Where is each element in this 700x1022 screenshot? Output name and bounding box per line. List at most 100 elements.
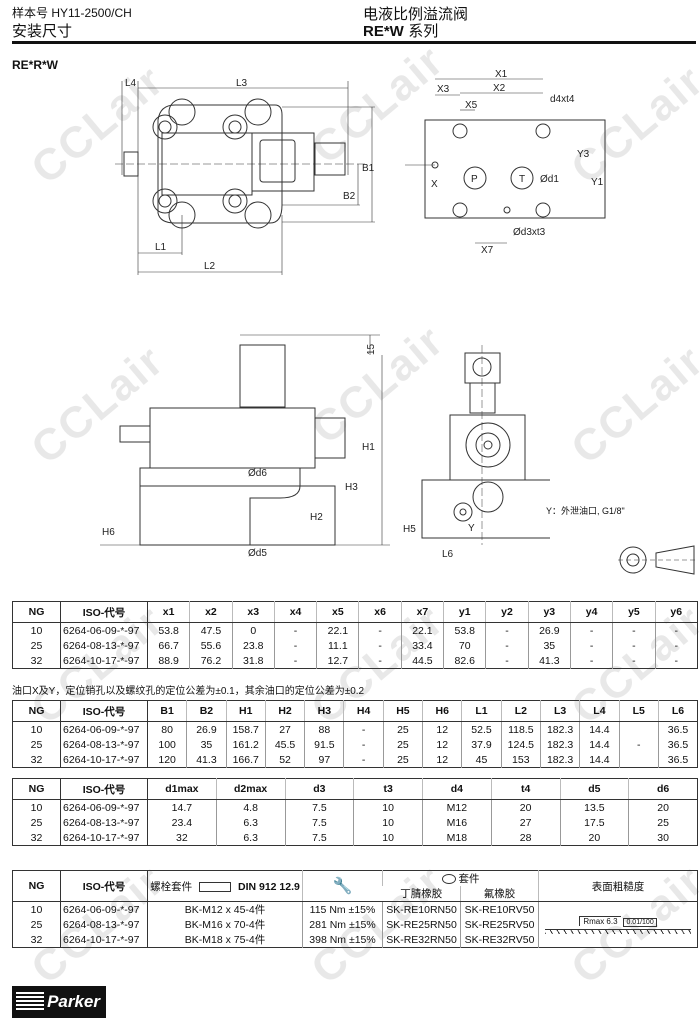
header-d5: d5 xyxy=(559,778,629,800)
table-cell: 25 xyxy=(30,738,43,751)
table-cell: BK-M18 x 75-4件 xyxy=(147,932,303,948)
projection-symbol-icon xyxy=(618,545,696,575)
dim-L2: L2 xyxy=(204,261,216,272)
table-cell: 27 xyxy=(264,721,305,737)
wrench-icon: 🔧 xyxy=(302,870,383,902)
table-cell: 25 xyxy=(30,816,43,829)
table-cell: - xyxy=(612,653,656,669)
watermark: CCLair xyxy=(562,335,700,474)
dim-L1: L1 xyxy=(155,242,167,253)
header-y1: y1 xyxy=(443,601,486,623)
header-x2: x2 xyxy=(189,601,233,623)
table-cell: 6.3 xyxy=(215,830,285,846)
table-cell: - xyxy=(485,622,529,638)
table-cell: 20 xyxy=(628,799,698,815)
table-cell: 14.4 xyxy=(579,752,620,768)
section-title: 安装尺寸 xyxy=(12,23,73,40)
header-b1: B1 xyxy=(146,700,187,722)
table-cell: 4.8 xyxy=(215,799,285,815)
table-cell: 17.5 xyxy=(559,815,629,830)
table-cell: M12 xyxy=(422,799,492,815)
header-ng: NG xyxy=(12,700,61,722)
header-d1max: d1max xyxy=(147,778,217,800)
header-roughness: 表面粗糙度 xyxy=(538,870,698,902)
table-cell: - xyxy=(569,638,613,653)
header-bolt-kit: 螺栓套件 DIN 912 12.9 xyxy=(147,870,303,902)
table-cell: - xyxy=(358,638,402,653)
table-cell: 6264-08-13-*-97 xyxy=(60,737,148,752)
table-cell: - xyxy=(343,752,384,768)
table-cell: 182.3 xyxy=(539,737,580,752)
table-cell: 25 xyxy=(30,918,43,931)
header-d6: d6 xyxy=(628,778,698,800)
table-cell: 76.2 xyxy=(189,653,233,669)
header-h4: H4 xyxy=(343,700,384,722)
table-cell: 12 xyxy=(422,752,462,768)
table-cell: M16 xyxy=(422,815,492,830)
header-iso: ISO-代号 xyxy=(60,700,148,722)
table-cell: 20 xyxy=(559,830,629,846)
table-cell: 14.7 xyxy=(147,799,217,815)
table-cell: 115 Nm ±15% xyxy=(302,901,383,917)
table-cell: 33.4 xyxy=(400,638,444,653)
table-cell: 32 xyxy=(30,654,43,667)
table-cell: 182.3 xyxy=(539,721,580,737)
table-cell: 32 xyxy=(30,933,43,946)
table-cell: 52.5 xyxy=(461,721,502,737)
table-cell: SK-RE25RN50 xyxy=(382,917,461,932)
table-cell: - xyxy=(654,653,698,669)
header-l5: L5 xyxy=(618,700,659,722)
table-cell: 12.7 xyxy=(316,653,359,669)
table-cell: 161.2 xyxy=(225,737,266,752)
dim-H3: H3 xyxy=(345,482,358,493)
surface-roughness-symbol: Rmax 6.3 0.01/100 xyxy=(538,901,698,948)
table-cell: 100 xyxy=(146,737,187,752)
table-cell: 32 xyxy=(147,830,217,846)
dim-X2: X2 xyxy=(493,83,506,94)
table-cell: 7.5 xyxy=(284,799,354,815)
side-view-drawing: 15 H1 H3 H2 H6 Ød6 Ød5 xyxy=(100,334,390,559)
din-label: DIN 912 12.9 xyxy=(237,880,300,893)
header-h1: H1 xyxy=(225,700,266,722)
header-l2: L2 xyxy=(500,700,541,722)
table-cell xyxy=(618,721,659,737)
flatness-value: 0.01/100 xyxy=(623,918,657,927)
table-cell: SK-RE10RV50 xyxy=(459,901,539,917)
surface-hatch xyxy=(545,929,692,934)
dim-B2: B2 xyxy=(343,191,356,202)
table-cell: 6264-06-09-*-97 xyxy=(60,622,148,638)
dim-d5: Ød5 xyxy=(248,548,267,559)
port-X: X xyxy=(431,179,438,190)
table-cell xyxy=(618,752,659,768)
table-cell: 10 xyxy=(30,903,43,916)
table-cell: 55.6 xyxy=(189,638,233,653)
table-cell: 158.7 xyxy=(225,721,266,737)
header-seal-kit: 套件 xyxy=(381,870,539,886)
table-cell: 10 xyxy=(353,830,423,846)
catalog-number: 样本号 HY11-2500/CH xyxy=(12,6,132,20)
table-cell: M18 xyxy=(422,830,492,846)
table-cell: 26.9 xyxy=(186,721,227,737)
table-cell: 6264-08-13-*-97 xyxy=(60,815,148,830)
table-cell: 6264-10-17-*-97 xyxy=(60,752,148,768)
table-cell: - xyxy=(358,622,402,638)
dim-Y1: Y1 xyxy=(591,177,604,188)
header-x5: x5 xyxy=(316,601,359,623)
table-cell: - xyxy=(343,721,384,737)
table-cell: 6264-08-13-*-97 xyxy=(60,638,148,653)
header-x7: x7 xyxy=(400,601,444,623)
port-P: P xyxy=(471,174,478,185)
table-cell: 25 xyxy=(382,752,423,768)
table-cell: 32 xyxy=(30,831,43,844)
table-cell: 10 xyxy=(353,815,423,830)
header-x6: x6 xyxy=(358,601,402,623)
table-cell: - xyxy=(273,653,317,669)
table-cell: 6264-10-17-*-97 xyxy=(60,830,148,846)
